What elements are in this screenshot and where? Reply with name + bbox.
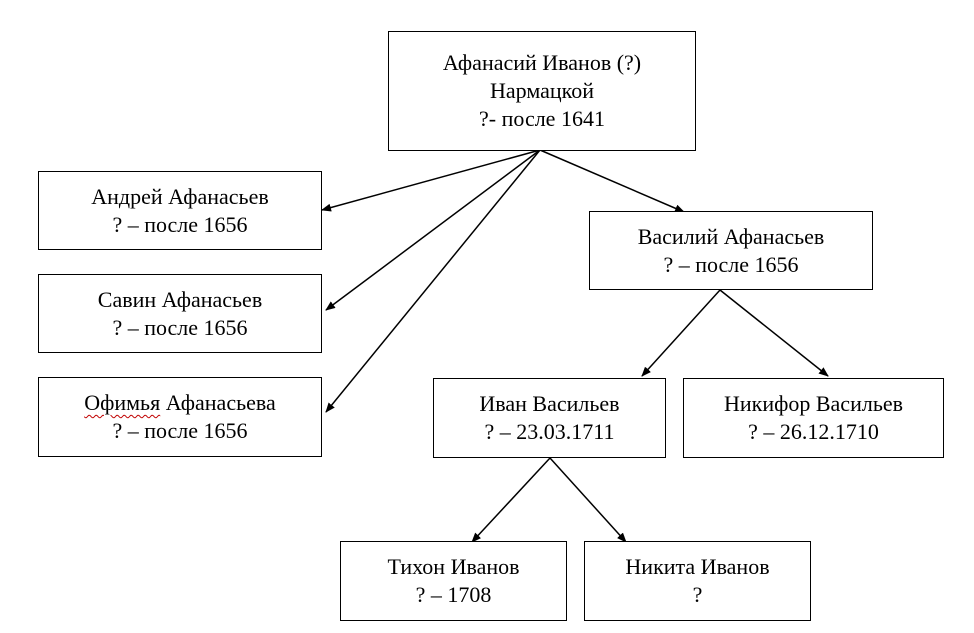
- edge-ivan-tikhon: [471, 457, 551, 543]
- person-surname: Афанасьева: [165, 390, 276, 415]
- edge-afanasiy-savin: [325, 149, 541, 311]
- person-andrey-afanasyev: Андрей Афанасьев ? – после 1656: [38, 171, 322, 250]
- edge-afanasiy-andrey: [321, 149, 541, 212]
- person-nickname: Нармацкой: [490, 78, 594, 103]
- edge-afanasiy-ofimya: [325, 149, 541, 413]
- person-dates: ? – 26.12.1710: [748, 419, 879, 444]
- person-name: Никифор Васильев: [723, 391, 904, 416]
- person-dates: ? – после 1656: [112, 418, 248, 443]
- person-savin-afanasyev: Савин Афанасьев ? – после 1656: [38, 274, 322, 353]
- person-name: Василий Афанасьев: [637, 223, 825, 249]
- person-dates: ?: [692, 582, 703, 607]
- person-ivan-vasilyev: Иван Васильев ? – 23.03.1711: [433, 378, 666, 458]
- edge-afanasiy-vasiliy: [539, 149, 685, 213]
- person-dates: ? – после 1656: [663, 251, 799, 277]
- edge-vasiliy-nikifor: [719, 289, 829, 377]
- edge-vasiliy-ivan: [641, 289, 721, 377]
- person-afanasiy-ivanov: Афанасий Иванов (?) Нармацкой ?- после 1…: [388, 31, 696, 151]
- person-name: Афанасий Иванов (?): [442, 50, 642, 75]
- person-name: Никита Иванов: [625, 554, 770, 579]
- person-dates: ? – после 1656: [112, 314, 248, 340]
- person-dates: ? – 1708: [415, 582, 492, 607]
- person-dates: ?- после 1641: [479, 106, 605, 131]
- person-vasiliy-afanasyev: Василий Афанасьев ? – после 1656: [589, 211, 873, 290]
- person-name: Офимья Афанасьева: [84, 389, 276, 417]
- person-nikifor-vasilyev: Никифор Васильев ? – 26.12.1710: [683, 378, 944, 458]
- edge-ivan-nikita: [549, 457, 627, 543]
- person-name: Иван Васильев: [479, 391, 620, 416]
- person-dates: ? – 23.03.1711: [484, 419, 615, 444]
- person-name: Андрей Афанасьев: [91, 183, 269, 209]
- person-name: Тихон Иванов: [387, 554, 520, 579]
- person-first-name: Офимья: [84, 390, 161, 415]
- person-tikhon-ivanov: Тихон Иванов ? – 1708: [340, 541, 567, 621]
- person-ofimya-afanasyeva: Офимья Афанасьева ? – после 1656: [38, 377, 322, 457]
- person-name: Савин Афанасьев: [97, 286, 263, 312]
- person-nikita-ivanov: Никита Иванов ?: [584, 541, 811, 621]
- person-dates: ? – после 1656: [112, 211, 248, 237]
